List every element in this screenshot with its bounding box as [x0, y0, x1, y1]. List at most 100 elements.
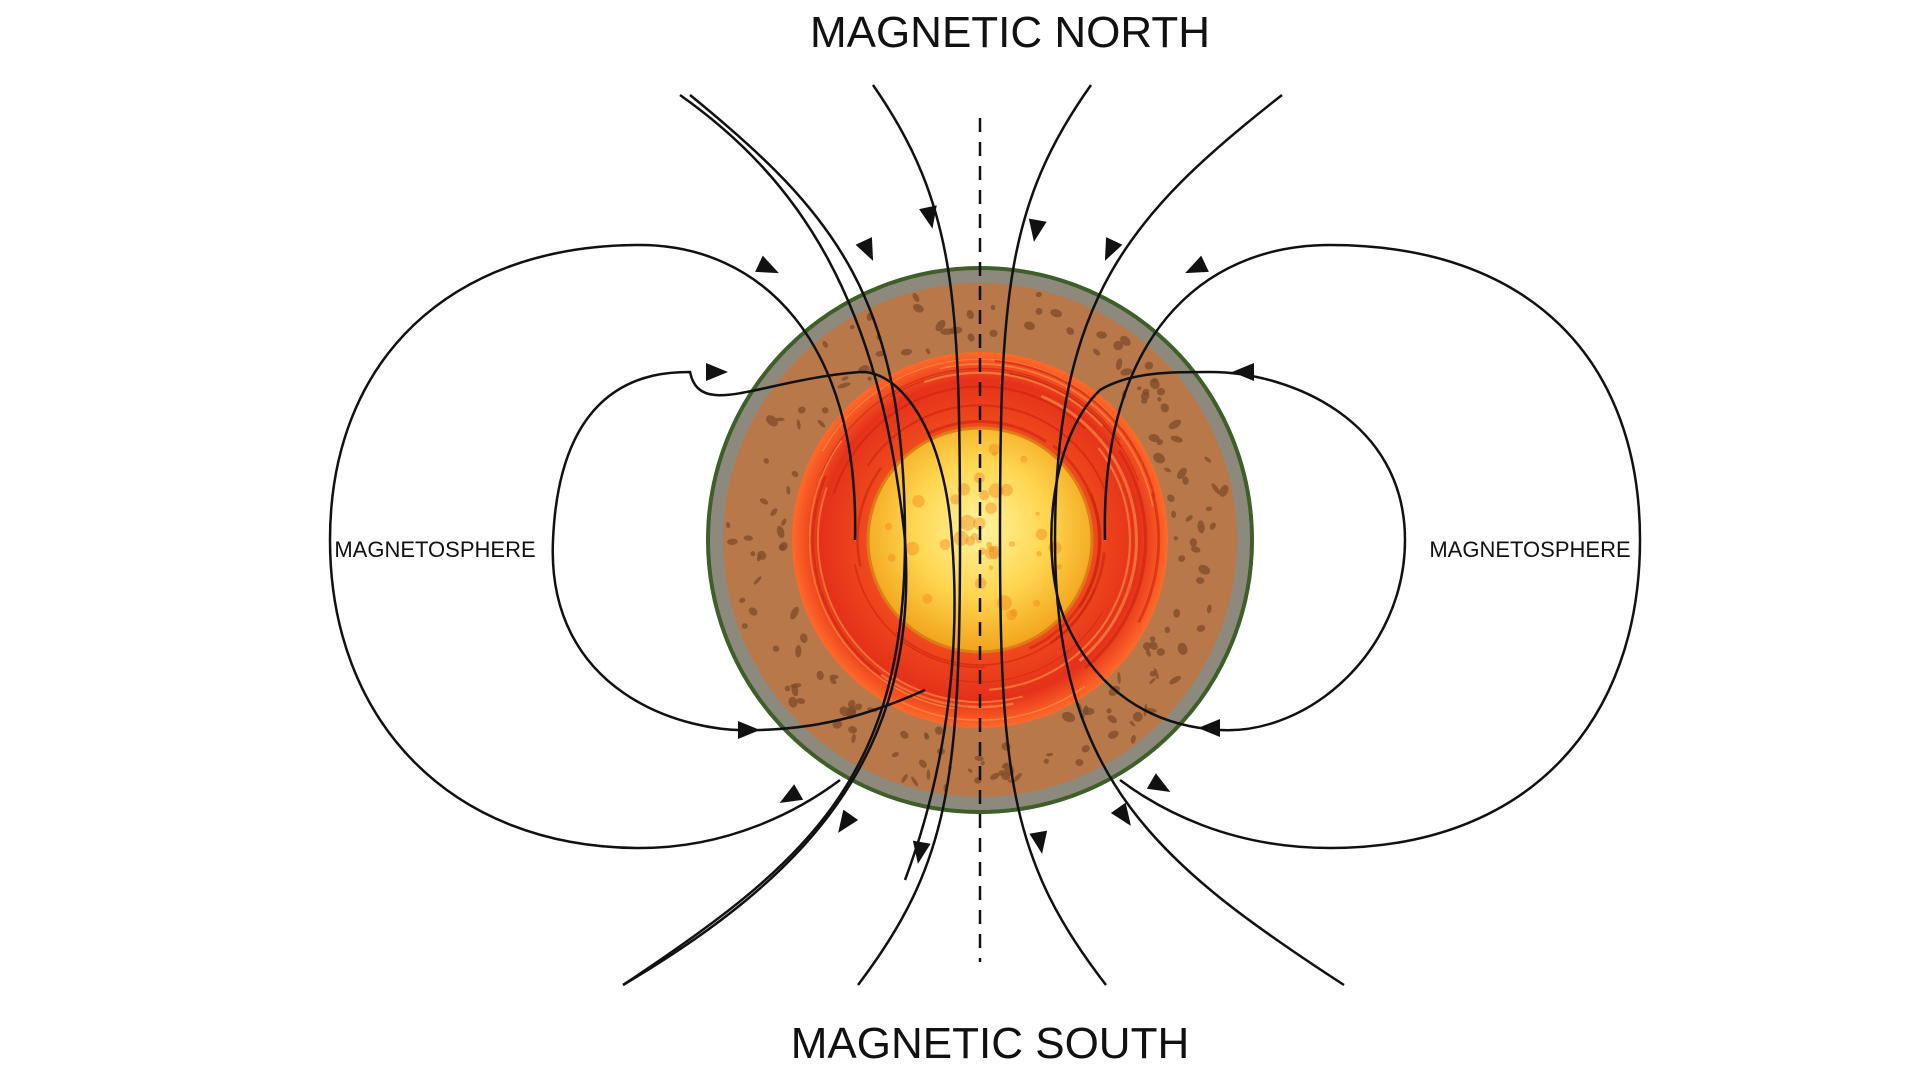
inner-core-blotch	[985, 502, 997, 515]
core-streak	[832, 385, 1087, 495]
inner-core-blotch	[1009, 541, 1015, 547]
inner-core-blotch	[1056, 564, 1063, 570]
mantle-spot	[900, 348, 913, 356]
inner-core-blotch	[988, 443, 1001, 455]
inner-core-blotch	[1010, 608, 1018, 617]
mantle-spot	[753, 576, 762, 585]
mantle-spot	[766, 415, 778, 427]
mantle-spot	[926, 769, 931, 781]
inner-core-blotch	[965, 536, 975, 546]
mantle-spot	[1024, 321, 1035, 331]
mantle-spot	[1149, 677, 1156, 684]
arrow-inner-top-right	[1232, 363, 1254, 381]
mantle-spot	[748, 607, 758, 616]
mantle-spot	[829, 677, 837, 685]
mantle-spot	[1117, 672, 1121, 684]
inner-core-blotch	[1033, 599, 1040, 607]
inner-core-blotch	[884, 522, 893, 531]
mantle-spot	[1153, 452, 1165, 464]
mantle-spot	[791, 684, 799, 697]
mantle-spot	[788, 696, 798, 708]
mantle-spot	[1178, 555, 1186, 563]
inner-core-blotch	[988, 565, 994, 571]
inner-core-blotch	[973, 472, 985, 484]
mantle-spot	[776, 525, 785, 539]
mantle-spot	[1046, 752, 1054, 757]
inner-core-blotch	[992, 451, 997, 457]
core-streak	[994, 359, 1156, 498]
mantle-spot	[1148, 434, 1160, 442]
mantle-spot	[1157, 396, 1162, 402]
mantle-spot	[1120, 368, 1133, 376]
mantle-spot	[759, 498, 769, 505]
mantle-spots	[725, 291, 1229, 793]
inner-core-blotch	[1035, 511, 1040, 516]
inner-core-blotch	[973, 517, 986, 530]
arrow-loop-top-left	[755, 255, 779, 274]
inner-core-blotch	[996, 595, 1012, 611]
mantle-spot	[924, 734, 930, 740]
mantle-spot	[854, 703, 863, 711]
field-line-group	[328, 84, 1642, 987]
mantle-spot	[1219, 484, 1229, 497]
core-streak	[1028, 444, 1101, 650]
mantle-spot	[839, 706, 850, 717]
mantle-spot	[821, 407, 829, 414]
mantle-spot	[1176, 467, 1187, 479]
inner-core-blotch	[970, 533, 979, 541]
mantle-spot	[1211, 483, 1221, 495]
mantle-spot	[1035, 307, 1043, 315]
inner-core-blotch	[988, 545, 1002, 559]
mantle-spot	[940, 328, 954, 335]
mantle-spot	[1173, 608, 1181, 618]
core-streak	[1137, 492, 1161, 624]
inner-core-blotch	[984, 546, 999, 560]
mantle-spot	[1066, 327, 1075, 336]
mantle-spot	[1115, 358, 1123, 371]
inner-core-blotch	[1020, 455, 1028, 463]
mantle-spot	[1168, 419, 1182, 430]
arrow-top-1	[855, 237, 874, 261]
mantle-spot	[1106, 708, 1112, 714]
mantle-spot	[1145, 649, 1151, 657]
mantle-spot	[841, 376, 849, 381]
mantle-spot	[743, 535, 753, 541]
field-line-right-inner	[1050, 370, 1407, 732]
mantle-spot	[934, 726, 943, 735]
mantle-spot	[912, 304, 924, 313]
mantle-spot	[795, 645, 802, 658]
arrow-inner-top-left	[706, 363, 728, 381]
inner-core-blotch	[887, 553, 896, 562]
core-streak	[817, 487, 1023, 704]
mantle-spot	[837, 382, 851, 389]
mantle-spot	[1129, 720, 1136, 727]
mantle-spot	[1075, 758, 1084, 767]
mantle-spot	[925, 348, 931, 355]
core-streak	[820, 367, 1120, 477]
mantle-spot	[1013, 772, 1022, 782]
arrow-bottom-1	[779, 784, 804, 803]
mantle-spot	[967, 333, 975, 342]
inner-core-blotch	[959, 514, 976, 531]
mantle-spot	[967, 768, 973, 773]
mantle-spot	[1205, 506, 1213, 512]
mantle-spot	[1141, 398, 1148, 404]
mantle-spot	[1167, 494, 1175, 502]
mantle-spot	[822, 340, 828, 348]
core-streak	[989, 447, 1132, 691]
mantle-spot	[1062, 711, 1075, 723]
core-streak	[1084, 449, 1148, 670]
mantle-spot	[901, 774, 908, 783]
inner-core-blotch	[950, 494, 961, 505]
mantle-spot	[1043, 758, 1049, 764]
mantle-spot	[974, 755, 984, 762]
field-line-open-2	[857, 84, 962, 986]
mantle-spot	[739, 597, 746, 603]
inner-core-blotch	[986, 541, 993, 548]
magnetic-north-label: MAGNETIC NORTH	[810, 8, 1210, 57]
arrow-top-4	[1104, 237, 1123, 261]
mantle-spot	[1081, 745, 1090, 753]
mantle-spot	[1163, 467, 1172, 473]
mantle-spot	[1136, 386, 1142, 391]
